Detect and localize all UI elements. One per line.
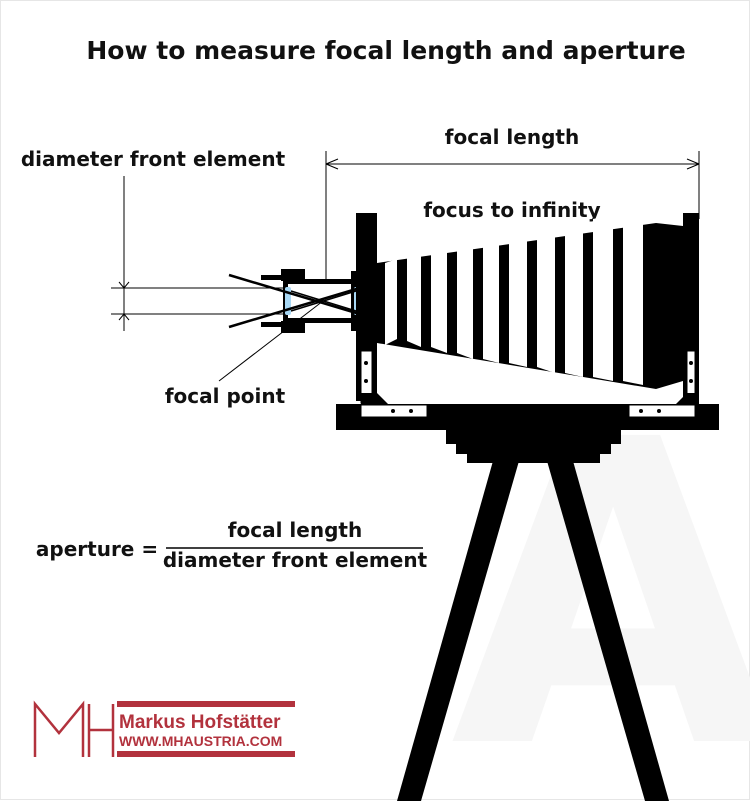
base-rail — [336, 404, 719, 430]
rear-standard — [683, 213, 699, 393]
lens — [228, 269, 369, 333]
focal-length-dimension — [325, 151, 700, 285]
tripod-legs — [397, 461, 669, 801]
brand-name: Markus Hofstätter — [119, 712, 281, 733]
focus-to-infinity-label: focus to infinity — [423, 198, 600, 222]
focal-point-label: focal point — [165, 384, 286, 408]
formula-lhs: aperture = — [36, 537, 158, 561]
bellows — [377, 213, 683, 389]
tripod-head — [446, 430, 621, 463]
focal-point-leader — [218, 300, 324, 382]
diameter-dimension — [111, 176, 283, 331]
focal-length-label: focal length — [445, 125, 579, 149]
formula-numerator: focal length — [228, 518, 362, 542]
front-standard — [356, 213, 377, 351]
aperture-formula: aperture = focal length diameter front e… — [36, 518, 428, 572]
brand-top-bar — [117, 701, 295, 707]
diameter-front-element-label: diameter front element — [21, 147, 286, 171]
page-title: How to measure focal length and aperture — [86, 36, 685, 65]
mh-monogram — [33, 700, 115, 757]
formula-denominator: diameter front element — [163, 548, 428, 572]
brand-logo: Markus Hofstätter WWW.MHAUSTRIA.COM — [33, 700, 295, 757]
brand-bottom-bar — [117, 751, 295, 757]
brand-url: WWW.MHAUSTRIA.COM — [119, 733, 282, 749]
camera-body — [218, 213, 719, 801]
